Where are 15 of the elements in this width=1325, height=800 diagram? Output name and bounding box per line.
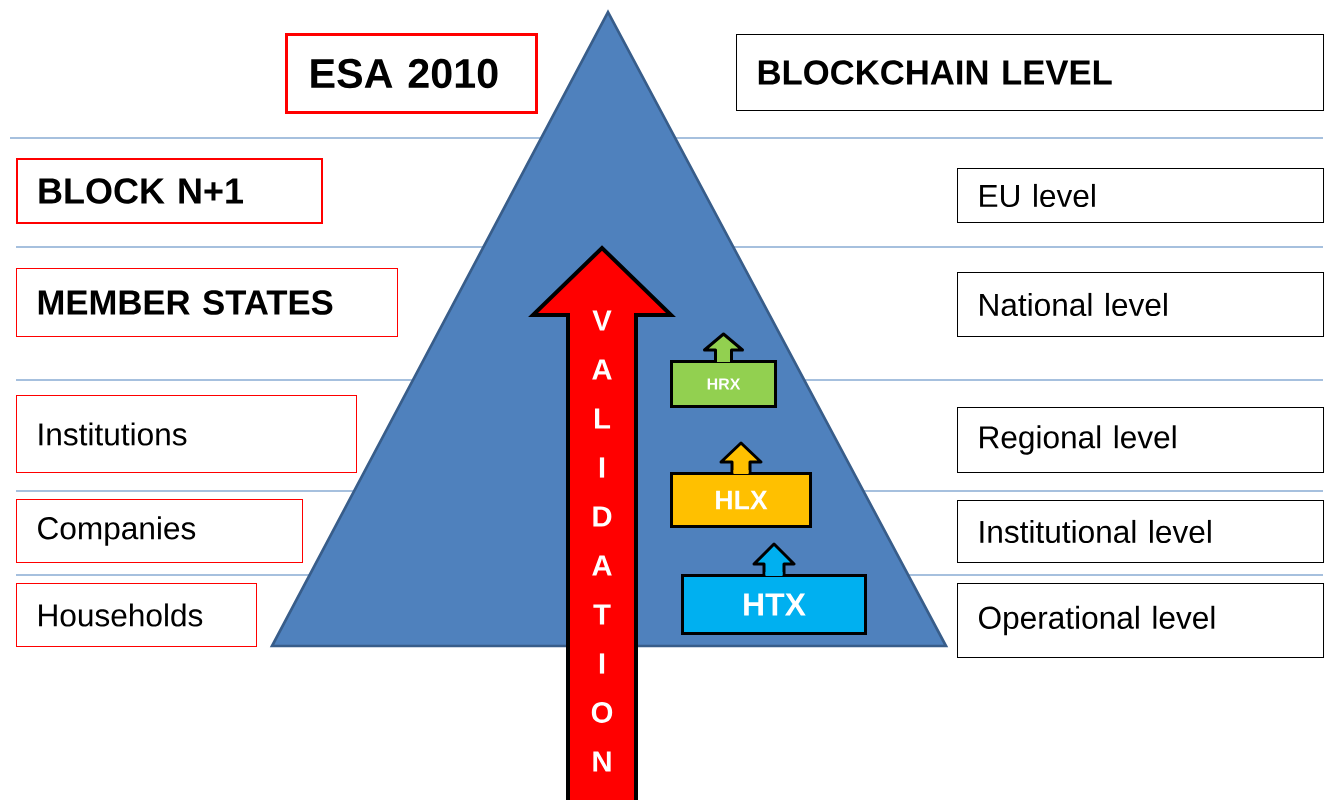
label-box: Companies (16, 499, 303, 563)
level-box: Institutional level (957, 500, 1324, 563)
heading-box: BLOCKCHAIN LEVEL (736, 34, 1324, 111)
callout-box: HRX (670, 332, 777, 408)
label-box: BLOCK N+1 (16, 158, 323, 224)
callout-box: HTX (681, 542, 867, 635)
callout-box: HLX (670, 441, 812, 528)
level-box: Operational level (957, 583, 1324, 658)
level-box: Regional level (957, 407, 1324, 473)
label-box: Institutions (16, 395, 357, 473)
label-box: Households (16, 583, 257, 647)
level-box: EU level (957, 168, 1324, 223)
level-box: National level (957, 272, 1324, 337)
label-box: MEMBER STATES (16, 268, 398, 337)
title-box: ESA 2010 (285, 33, 538, 114)
